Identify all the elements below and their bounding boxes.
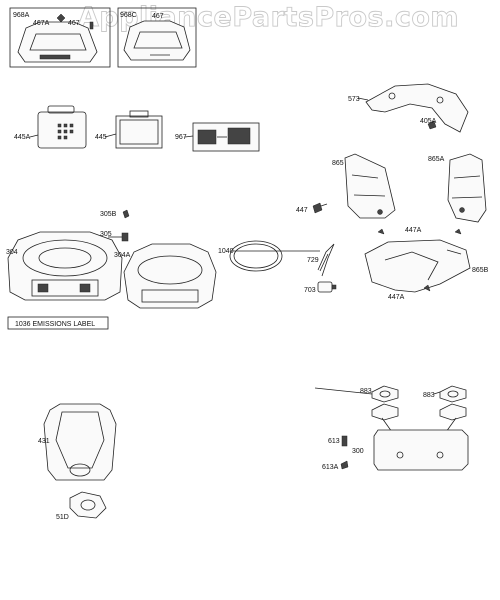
- part-label: 305: [100, 231, 112, 238]
- part-label: 447A: [405, 227, 422, 234]
- screw-447a-icons: [377, 228, 462, 235]
- part-label: 967: [175, 134, 187, 141]
- part-label: 613: [328, 438, 340, 445]
- clip-icon: [56, 13, 66, 23]
- part-label: 445: [95, 134, 107, 141]
- part-51d-gasket: [69, 491, 107, 519]
- emissions-label-box: [7, 316, 109, 330]
- part-883-gaskets: [371, 385, 467, 421]
- part-label: 729: [307, 257, 319, 264]
- part-label: 968A: [13, 12, 30, 19]
- part-703: [317, 281, 337, 293]
- part-label: 305B: [100, 211, 117, 218]
- part-729: [317, 243, 335, 277]
- part-label: 445A: [14, 134, 31, 141]
- part-865: [344, 153, 396, 219]
- part-865b: [364, 239, 471, 293]
- part-445: [115, 110, 163, 149]
- part-label: 968C: [120, 12, 137, 19]
- part-967: [192, 122, 260, 152]
- emissions-label-text: 1036 EMISSIONS LABEL: [15, 321, 95, 328]
- part-613-bolts: [340, 435, 349, 470]
- inset-968a: [9, 7, 111, 68]
- part-label: 405A: [420, 118, 437, 125]
- part-300-muffler: [373, 417, 469, 471]
- part-label: 865: [332, 160, 344, 167]
- part-label: 447: [296, 207, 308, 214]
- part-label: 865A: [428, 156, 445, 163]
- part-label: 447A: [388, 294, 405, 301]
- part-label: 431: [38, 438, 50, 445]
- part-label: 1040: [218, 248, 234, 255]
- part-445a: [37, 105, 87, 149]
- part-label: 613A: [322, 464, 339, 471]
- part-label: 300: [352, 448, 364, 455]
- part-865a: [447, 153, 487, 223]
- part-431: [43, 403, 117, 481]
- part-label: 883: [360, 388, 372, 395]
- part-label: 703: [304, 287, 316, 294]
- part-304: [7, 231, 123, 301]
- part-label: 467A: [33, 20, 50, 27]
- part-label: 865B: [472, 267, 489, 274]
- part-573: [365, 83, 469, 133]
- part-label: 304A: [114, 252, 131, 259]
- part-305-bolt: [108, 209, 130, 242]
- part-label: 467: [152, 13, 164, 20]
- inset-968c: [117, 7, 197, 68]
- screw-405a-icon: [427, 120, 437, 130]
- part-label: 304: [6, 249, 18, 256]
- part-label: 467: [68, 20, 80, 27]
- part-label: 51D: [56, 514, 69, 521]
- screw-447-icon: [312, 202, 328, 214]
- leader-lines: [29, 97, 462, 395]
- part-label: 883: [423, 392, 435, 399]
- part-304a: [123, 243, 217, 309]
- part-labels: 968A 467A 467 968C 467 445A 445 967 573 …: [6, 12, 489, 521]
- part-1040-ring: [229, 240, 283, 272]
- part-label: 573: [348, 96, 360, 103]
